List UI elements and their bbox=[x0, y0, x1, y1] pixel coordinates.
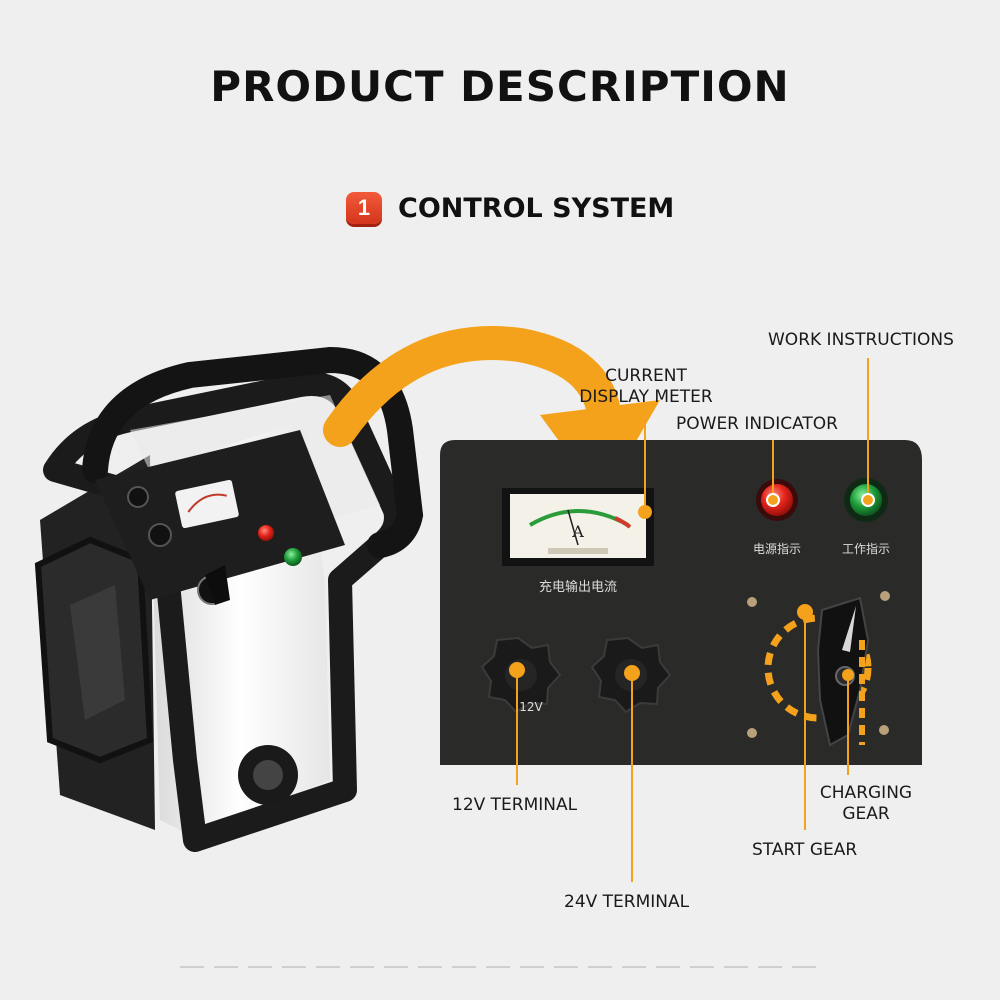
callout-charging-gear: CHARGING GEAR bbox=[819, 783, 913, 824]
power-indicator-caption: 电源指示 bbox=[753, 541, 801, 556]
current-display-meter bbox=[502, 488, 654, 566]
callout-leaders bbox=[509, 358, 875, 882]
callout-start-gear: START GEAR bbox=[752, 840, 858, 860]
callout-24v-terminal: 24V TERMINAL bbox=[564, 892, 690, 912]
callout-12v-terminal: 12V TERMINAL bbox=[452, 795, 578, 815]
control-panel-closeup bbox=[440, 440, 922, 765]
section-number-badge: 1 bbox=[346, 192, 382, 224]
section-label: CONTROL SYSTEM bbox=[398, 192, 675, 224]
bottom-divider bbox=[180, 966, 820, 968]
battery-charger-unit bbox=[34, 346, 424, 852]
work-indicator-caption: 工作指示 bbox=[842, 541, 890, 556]
callout-power-indicator: POWER INDICATOR bbox=[676, 414, 838, 434]
orange-curved-arrow bbox=[323, 326, 622, 447]
meter-caption: 充电输出电流 bbox=[539, 579, 617, 595]
page-title: PRODUCT DESCRIPTION bbox=[210, 62, 790, 111]
meter-unit-letter: A bbox=[571, 522, 584, 541]
section-heading: 1 CONTROL SYSTEM bbox=[346, 188, 674, 228]
callout-current-display-meter: CURRENT DISPLAY METER bbox=[579, 366, 713, 407]
callout-work-instructions: WORK INSTRUCTIONS bbox=[768, 330, 954, 350]
terminal-12v-mark: 12V bbox=[519, 700, 543, 714]
